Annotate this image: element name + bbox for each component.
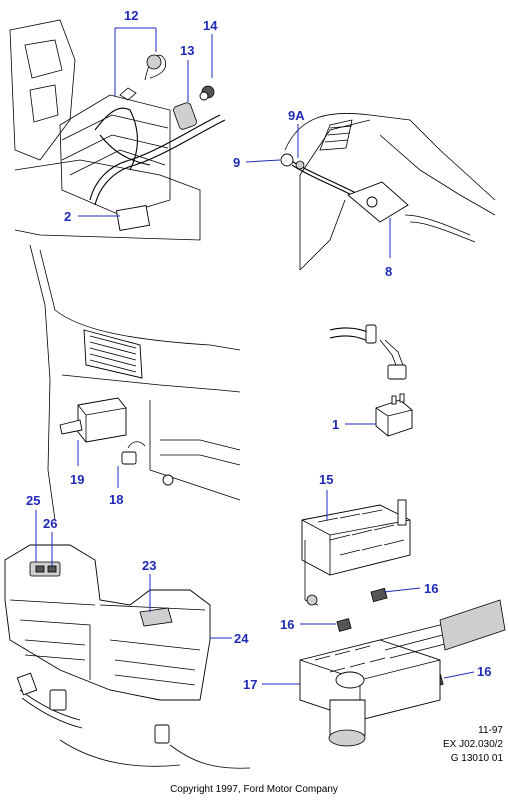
callout-1: 1: [332, 417, 339, 432]
callout-17: 17: [243, 677, 257, 692]
heater-control-assembly: [9, 19, 226, 241]
callout-9: 9: [233, 155, 240, 170]
callout-25: 25: [26, 493, 40, 508]
callout-24: 24: [234, 631, 249, 646]
console-assembly: [4, 544, 251, 769]
callout-8: 8: [385, 264, 392, 279]
reference-date: 11-97: [478, 725, 503, 736]
temperature-cable-assembly: [280, 112, 496, 271]
reference-sheet: G 13010 01: [451, 753, 504, 764]
reference-block: 11-97 EX J02.030/2 G 13010 01: [443, 725, 503, 764]
callout-16-top: 16: [424, 581, 438, 596]
callout-9a: 9A: [288, 108, 305, 123]
callout-14: 14: [203, 18, 218, 33]
callout-2: 2: [64, 209, 71, 224]
reference-code: EX J02.030/2: [443, 739, 503, 750]
dash-actuator-assembly: [29, 244, 241, 521]
relay-assembly: [329, 324, 413, 437]
copyright-text: Copyright 1997, Ford Motor Company: [170, 784, 338, 795]
callout-labels: 12 13 14 2 9A 9 8 1 19 18 15 16: [26, 8, 491, 692]
callout-13: 13: [180, 43, 194, 58]
fuse-box-assembly: [299, 499, 506, 747]
callout-15: 15: [319, 472, 333, 487]
callout-16-right: 16: [477, 664, 491, 679]
callout-16-left: 16: [280, 617, 294, 632]
callout-19: 19: [70, 472, 84, 487]
callout-23: 23: [142, 558, 156, 573]
callout-26: 26: [43, 516, 57, 531]
callout-12: 12: [124, 8, 138, 23]
callout-18: 18: [109, 492, 123, 507]
